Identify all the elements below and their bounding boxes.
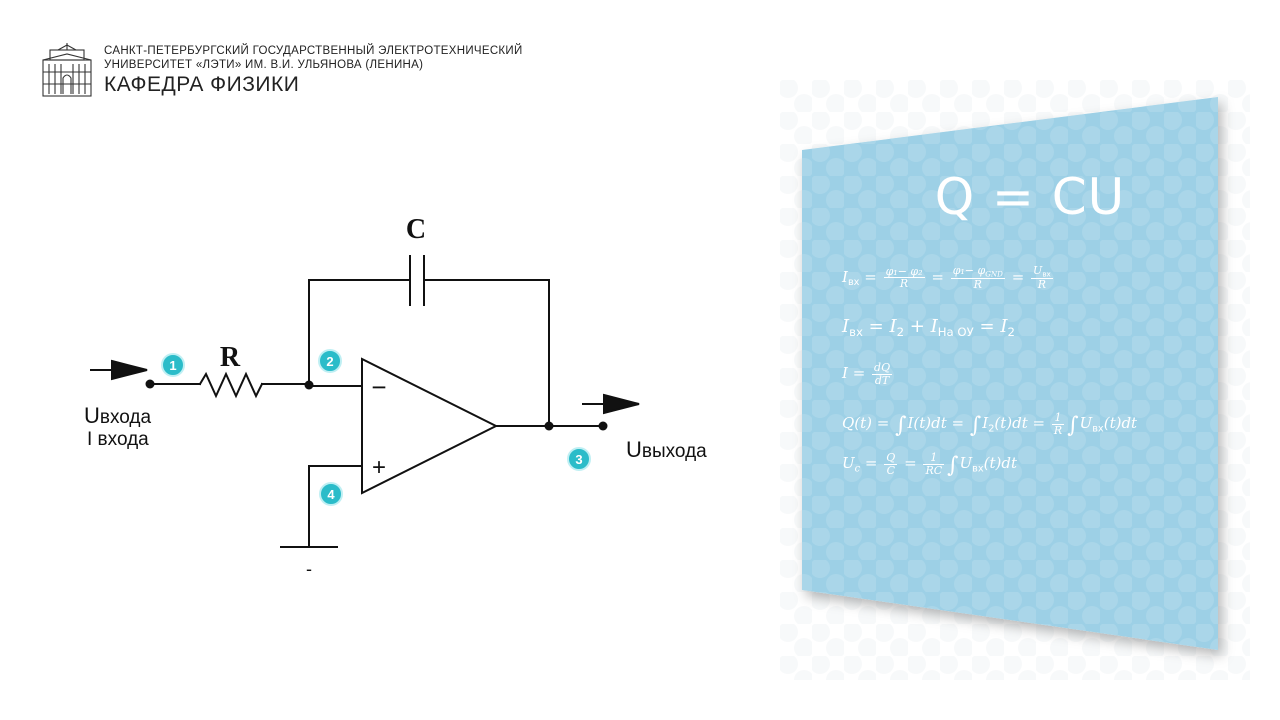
university-logo-icon xyxy=(42,43,92,97)
op-amp-symbol xyxy=(361,357,499,495)
input-current-label: I входа xyxy=(87,429,149,450)
badge-4: 4 xyxy=(319,482,343,506)
university-name-line1: САНКТ-ПЕТЕРБУРГСКИЙ ГОСУДАРСТВЕННЫЙ ЭЛЕК… xyxy=(104,45,523,57)
formula-current-balance: Iвх = I2 + IНа ОУ = I2 xyxy=(842,316,1015,340)
output-arrow-icon xyxy=(603,393,640,415)
junction-node-output xyxy=(544,421,554,431)
output-voltage-label: Uвыхода xyxy=(626,437,707,462)
output-terminal xyxy=(598,421,608,431)
svg-text:1: 1 xyxy=(169,358,176,373)
formula-title: Q = CU xyxy=(934,168,1126,226)
header: САНКТ-ПЕТЕРБУРГСКИЙ ГОСУДАРСТВЕННЫЙ ЭЛЕК… xyxy=(40,40,600,100)
resistor-symbol xyxy=(198,371,264,399)
ground-sign: - xyxy=(306,559,312,579)
svg-text:3: 3 xyxy=(575,452,582,467)
junction-node-inverting xyxy=(304,380,314,390)
formula-panel-background xyxy=(780,80,1250,680)
department-title: КАФЕДРА ФИЗИКИ xyxy=(104,73,300,96)
capacitor-label: C xyxy=(406,214,426,245)
ground-wire xyxy=(308,465,363,548)
badge-2: 2 xyxy=(318,349,342,373)
feedback-wire-right xyxy=(423,279,550,427)
inverting-input-sign: − xyxy=(371,372,386,402)
feedback-wire-left xyxy=(308,279,411,387)
svg-text:4: 4 xyxy=(327,487,335,502)
badge-3: 3 xyxy=(567,447,591,471)
input-voltage-label: Uвхода xyxy=(84,403,152,428)
badge-1: 1 xyxy=(161,353,185,377)
input-arrow-icon xyxy=(111,359,148,381)
noninverting-input-sign: + xyxy=(372,454,386,481)
resistor-label: R xyxy=(220,342,241,373)
svg-text:2: 2 xyxy=(326,354,333,369)
university-name-line2: УНИВЕРСИТЕТ «ЛЭТИ» ИМ. В.И. УЛЬЯНОВА (ЛЕ… xyxy=(104,59,424,71)
input-terminal xyxy=(145,379,155,389)
integrator-circuit-diagram: C R − + - Uвхода I входа Uвыхода 1 2 3 4 xyxy=(84,214,707,579)
